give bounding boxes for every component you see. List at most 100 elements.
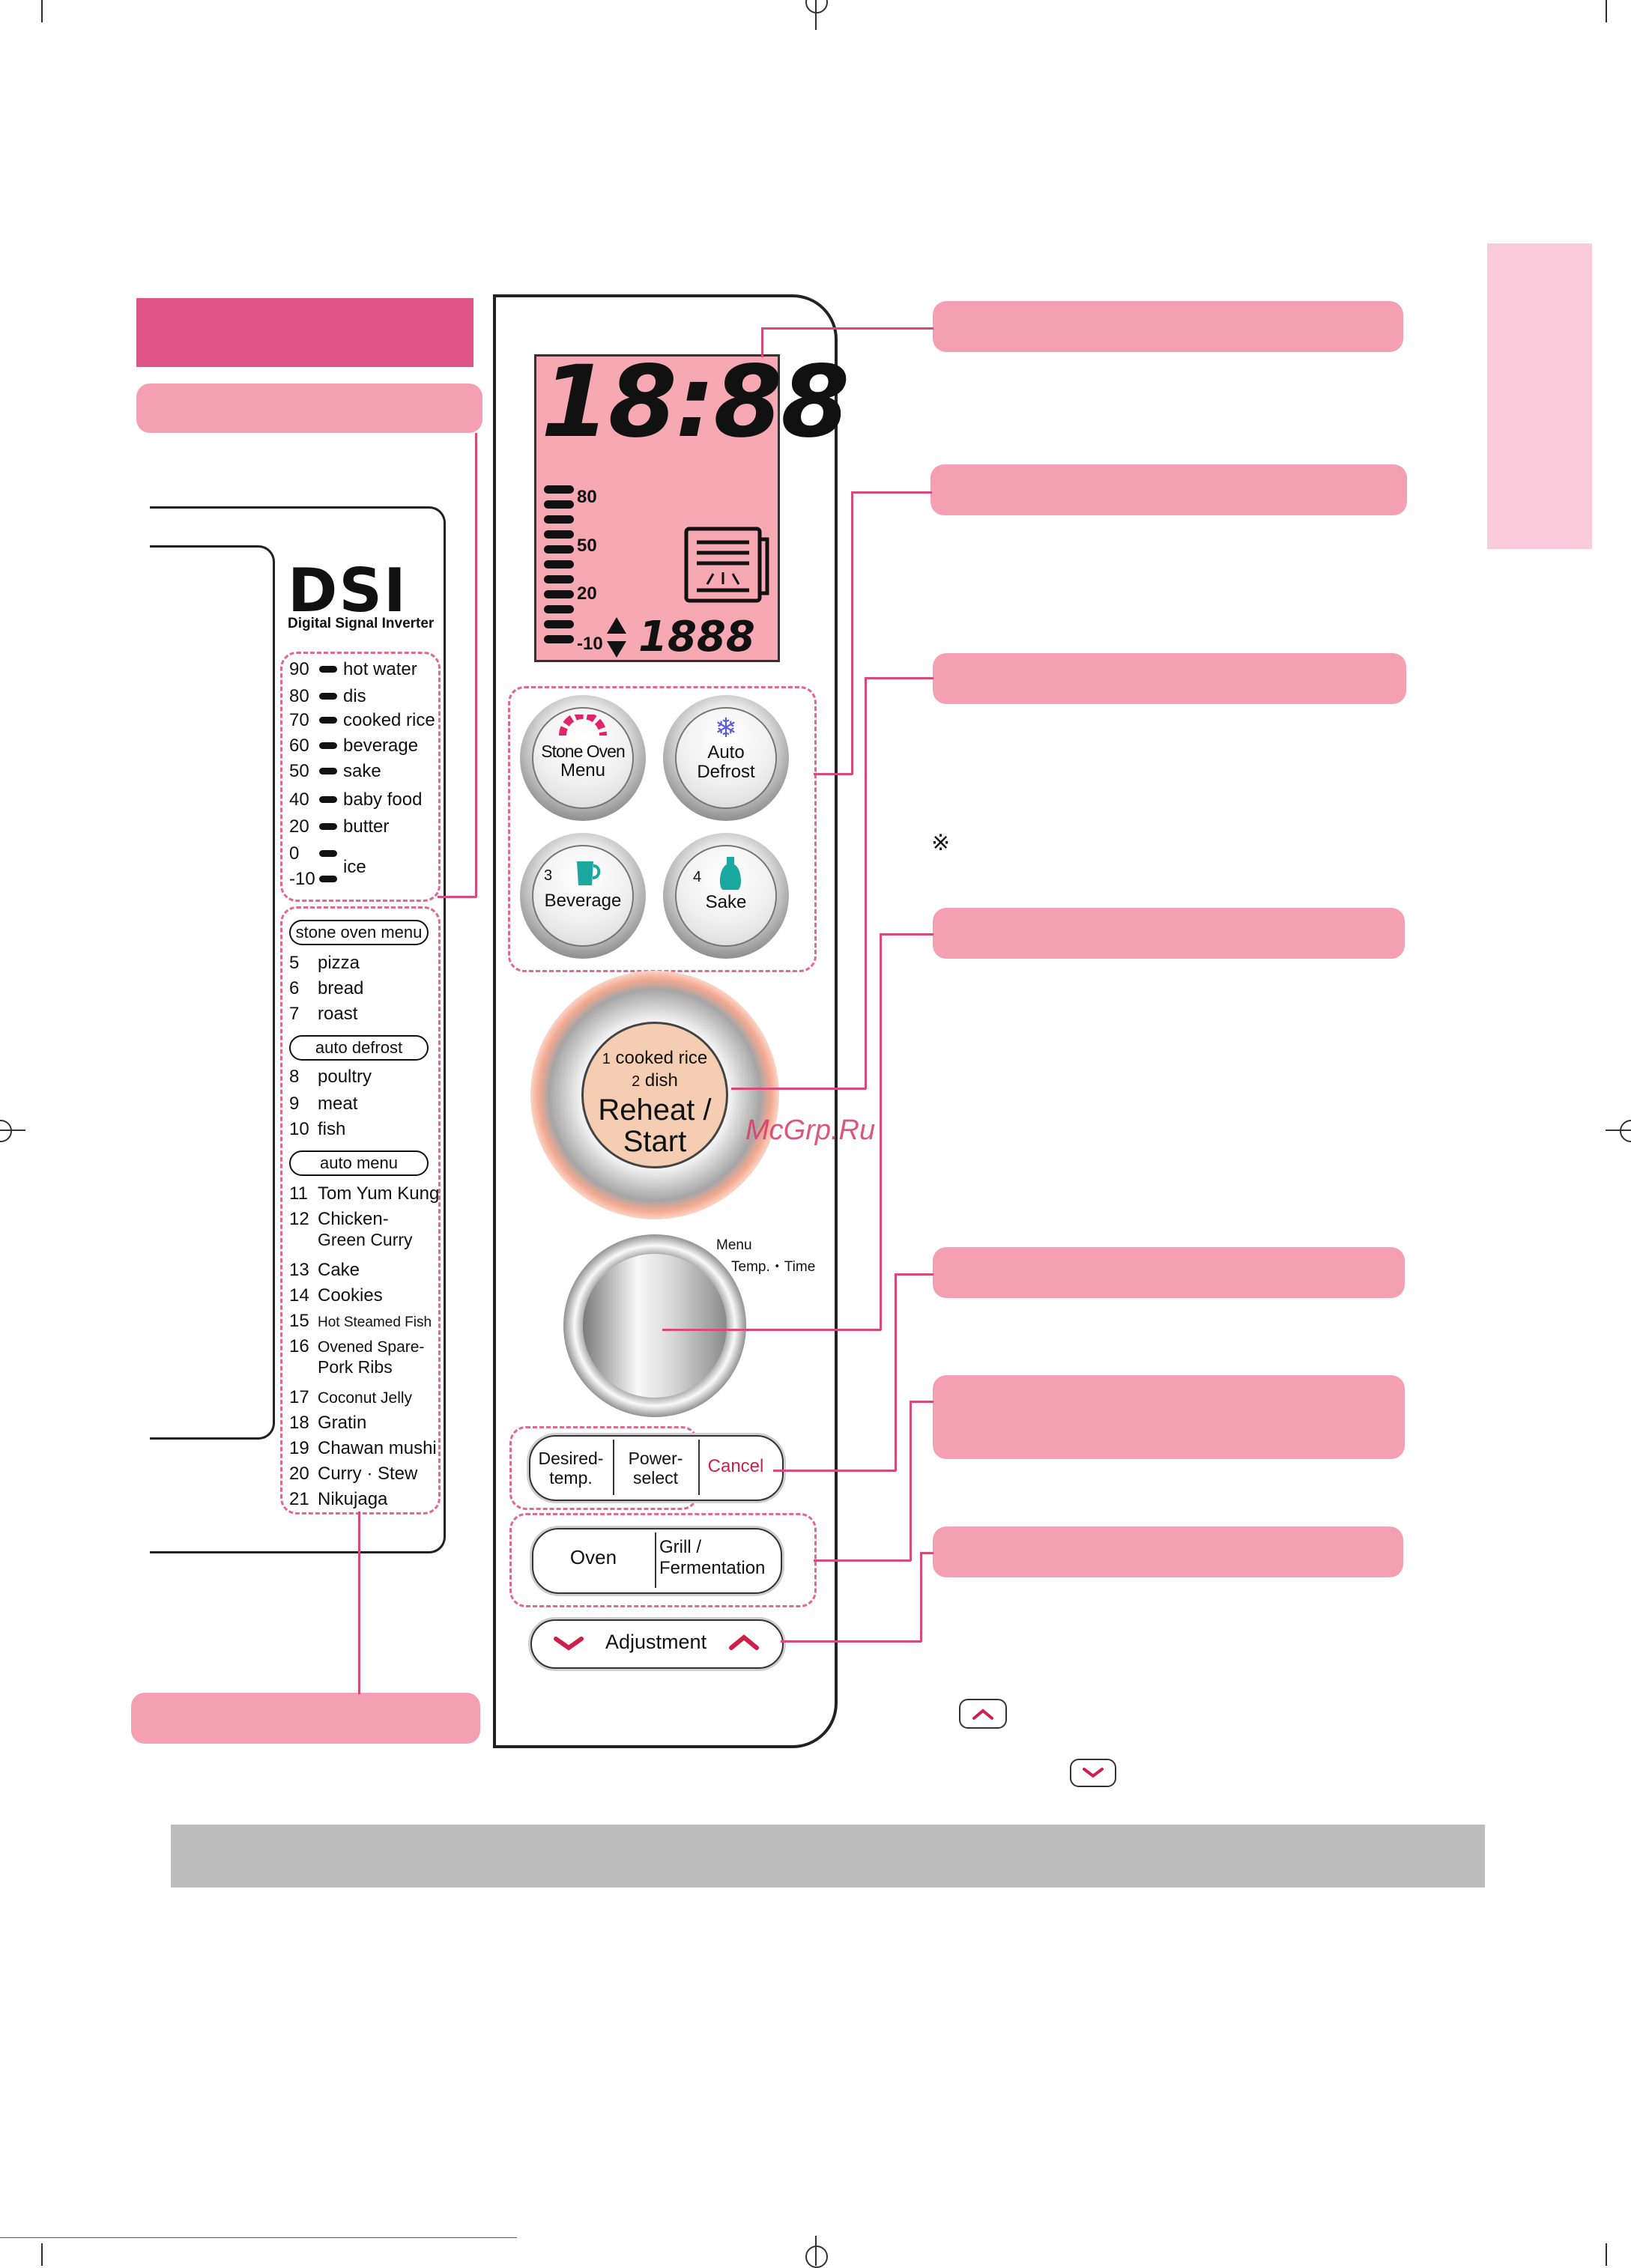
leader-dial-v [895,1273,897,1471]
power-select-button[interactable]: Power- select [614,1437,697,1498]
legend-number: 50 [289,761,309,781]
desired-temp-label-2: temp. [549,1468,593,1488]
stone-oven-label-2: Menu [560,760,606,780]
sake-number: 4 [693,869,702,885]
menu-item-number: 16 [289,1336,309,1356]
menu-item-number: 17 [289,1387,309,1407]
lcd-level-bar [544,485,574,494]
legend-tick [319,768,337,775]
lcd-level-bar [544,500,574,509]
menu-group-auto-menu-title: auto menu [289,1150,429,1176]
button-divider-3 [655,1532,656,1588]
beverage-button[interactable]: 3 Beverage [520,833,646,959]
legend-tick [319,796,337,804]
menu-item-number: 10 [289,1119,309,1139]
sake-bottle-icon [719,857,742,890]
menu-item-number: 11 [289,1183,308,1204]
menu-item-number: 5 [289,953,300,973]
start-line1-number: 1 [602,1051,611,1067]
stone-oven-menu-button[interactable]: Stone Oven Menu [520,695,646,821]
brand-logo: DSI [288,556,408,625]
grill-fermentation-button[interactable]: Grill / Fermentation [659,1537,779,1579]
menu-item: 21 Nikujaga [289,1489,387,1510]
cup-icon [577,861,601,885]
adjust-up-icon[interactable] [727,1631,761,1656]
sake-button[interactable]: 4 Sake [663,833,789,959]
crop-mark-top-circle [805,0,828,13]
lcd-level-bar [544,545,574,554]
legend-row: -10ice [289,857,366,890]
menu-item-number: 15 [289,1311,309,1331]
callout-oven-grill [933,1526,1403,1577]
temperature-legend-box [280,652,441,902]
lcd-scale-80: 80 [577,487,597,507]
dial-label-1: Menu [716,1237,752,1253]
menu-item-number: 12 [289,1209,309,1229]
menu-item-label: fish [318,1119,346,1139]
menu-item-label: roast [318,1004,358,1024]
power-select-label-2: select [632,1468,679,1488]
desired-temp-button[interactable]: Desired- temp. [530,1437,611,1498]
leader-auto-h2 [731,1088,866,1090]
corner-mark-bl [41,2243,43,2266]
menu-item-label: Cake [318,1260,360,1280]
lcd-up-down-arrow-icon [605,616,628,663]
legend-tick [319,876,337,883]
callout-temperature-legend [136,383,482,433]
crop-mark-left [0,1130,25,1131]
menu-item-number: 21 [289,1489,309,1509]
leader-auto-v [865,677,867,1089]
start-line1: cooked rice [615,1048,708,1068]
oven-button[interactable]: Oven [569,1546,617,1568]
menu-temp-time-dial[interactable] [563,1234,746,1417]
legend-label: ice [343,857,366,877]
adjustment-label: Adjustment [605,1631,707,1653]
lcd-level-bar [544,560,574,568]
legend-tick [319,693,337,700]
bottom-trim-line [0,2237,517,2238]
leader-menu-v [851,491,853,774]
leader-dial-h1 [896,1273,933,1276]
side-tab [1487,243,1592,549]
section-title-bar [136,298,473,367]
menu-item-label: Ovened Spare- [318,1338,425,1356]
start-button-ring[interactable]: 1 cooked rice 2 dish Reheat / Start [530,971,779,1219]
leader-oven-h1 [922,1552,933,1554]
footer-bar [171,1825,1485,1888]
start-button[interactable]: 1 cooked rice 2 dish Reheat / Start [581,1022,728,1168]
menu-item-number: 6 [289,978,300,998]
button-divider-1 [613,1440,614,1495]
menu-item-number: 20 [289,1464,309,1484]
leader-menu-h2 [814,773,853,775]
leader-dial-h2 [773,1470,896,1472]
lcd-level-bar [544,590,574,598]
callout-auto-buttons [933,653,1406,704]
lcd-scale-minus10: -10 [577,634,603,654]
menu-item-label: Chawan mushi [318,1438,437,1458]
callout-display [933,301,1403,352]
cancel-button[interactable]: Cancel [707,1456,764,1476]
start-line2: dish [644,1070,678,1091]
adjust-down-icon[interactable] [551,1633,586,1658]
stone-oven-icon [559,712,607,736]
lcd-level-bar [544,575,574,583]
lcd-level-bar [544,530,574,539]
desired-temp-label-1: Desired- [538,1449,604,1468]
menu-item-number: 8 [289,1067,300,1087]
leader-oven-v [920,1552,922,1642]
callout-start-button [933,908,1405,959]
lcd-scale-50: 50 [577,536,597,556]
auto-defrost-button[interactable]: ❄ Auto Defrost [663,695,789,821]
leader-start-v [880,933,882,1330]
menu-item-label: Nikujaga [318,1489,388,1509]
watermark: McGrp.Ru [745,1115,876,1146]
